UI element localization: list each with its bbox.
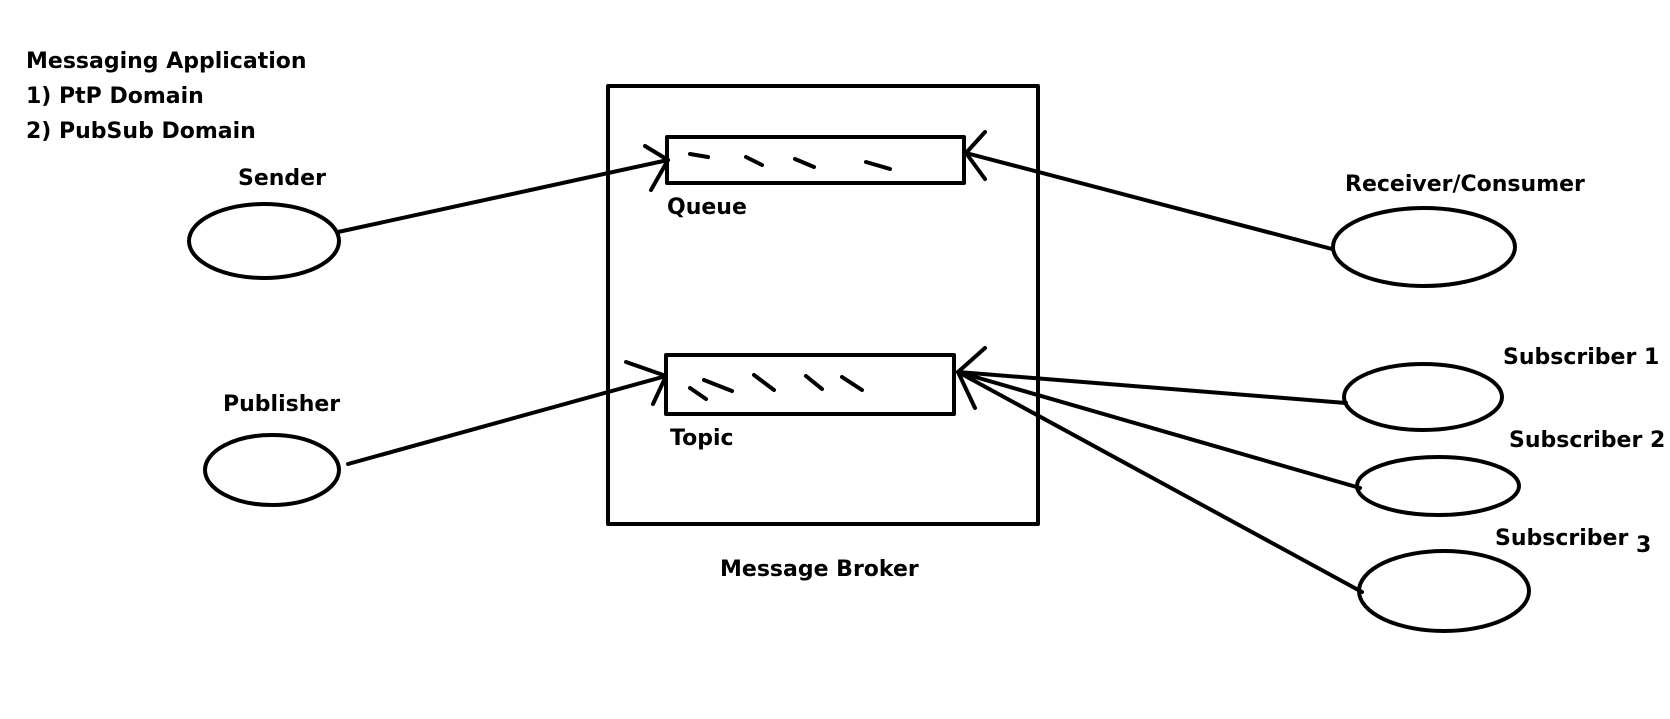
queue-messages: [688, 152, 892, 171]
subscriber3-label: Subscriber 3: [1495, 526, 1651, 557]
subscriber3-label-text: Subscriber: [1495, 526, 1629, 551]
publisher-arrowhead: [624, 360, 668, 406]
subscriber1-to-topic-arrow: [956, 370, 1348, 405]
topic-label: Topic: [670, 426, 734, 451]
subscriber2-node: [1355, 455, 1521, 517]
intro-block: Messaging Application 1) PtP Domain 2) P…: [26, 44, 307, 149]
subscriber2-to-topic-arrow: [956, 370, 1362, 490]
sender-to-queue-arrow: [336, 158, 670, 234]
receiver-label: Receiver/Consumer: [1345, 172, 1585, 197]
subscriber3-label-number: 3: [1635, 533, 1652, 558]
topic-right-arrowhead: [956, 346, 987, 410]
subscriber3-node: [1357, 549, 1531, 633]
publisher-label: Publisher: [223, 392, 341, 417]
subscriber2-label: Subscriber 2: [1509, 428, 1666, 453]
intro-item-ptp: 1) PtP Domain: [26, 84, 204, 109]
queue-label: Queue: [667, 195, 747, 220]
queue-box: [665, 135, 966, 185]
subscriber3-to-topic-arrow: [956, 370, 1364, 594]
message-broker-label: Message Broker: [720, 557, 919, 582]
message-broker-box: [606, 84, 1040, 526]
intro-title: Messaging Application: [26, 49, 307, 74]
publisher-node: [203, 433, 341, 507]
topic-box: [664, 353, 956, 416]
sender-label: Sender: [238, 166, 326, 191]
receiver-to-queue-arrow: [964, 151, 1334, 251]
subscriber1-label: Subscriber 1: [1503, 345, 1660, 370]
subscriber1-node: [1342, 362, 1504, 432]
sender-arrowhead: [643, 144, 670, 192]
topic-messages: [688, 373, 864, 401]
receiver-node: [1331, 206, 1517, 288]
receiver-arrowhead: [964, 130, 987, 181]
sender-node: [187, 202, 341, 280]
publisher-to-topic-arrow: [346, 374, 668, 466]
intro-item-pubsub: 2) PubSub Domain: [26, 119, 256, 144]
